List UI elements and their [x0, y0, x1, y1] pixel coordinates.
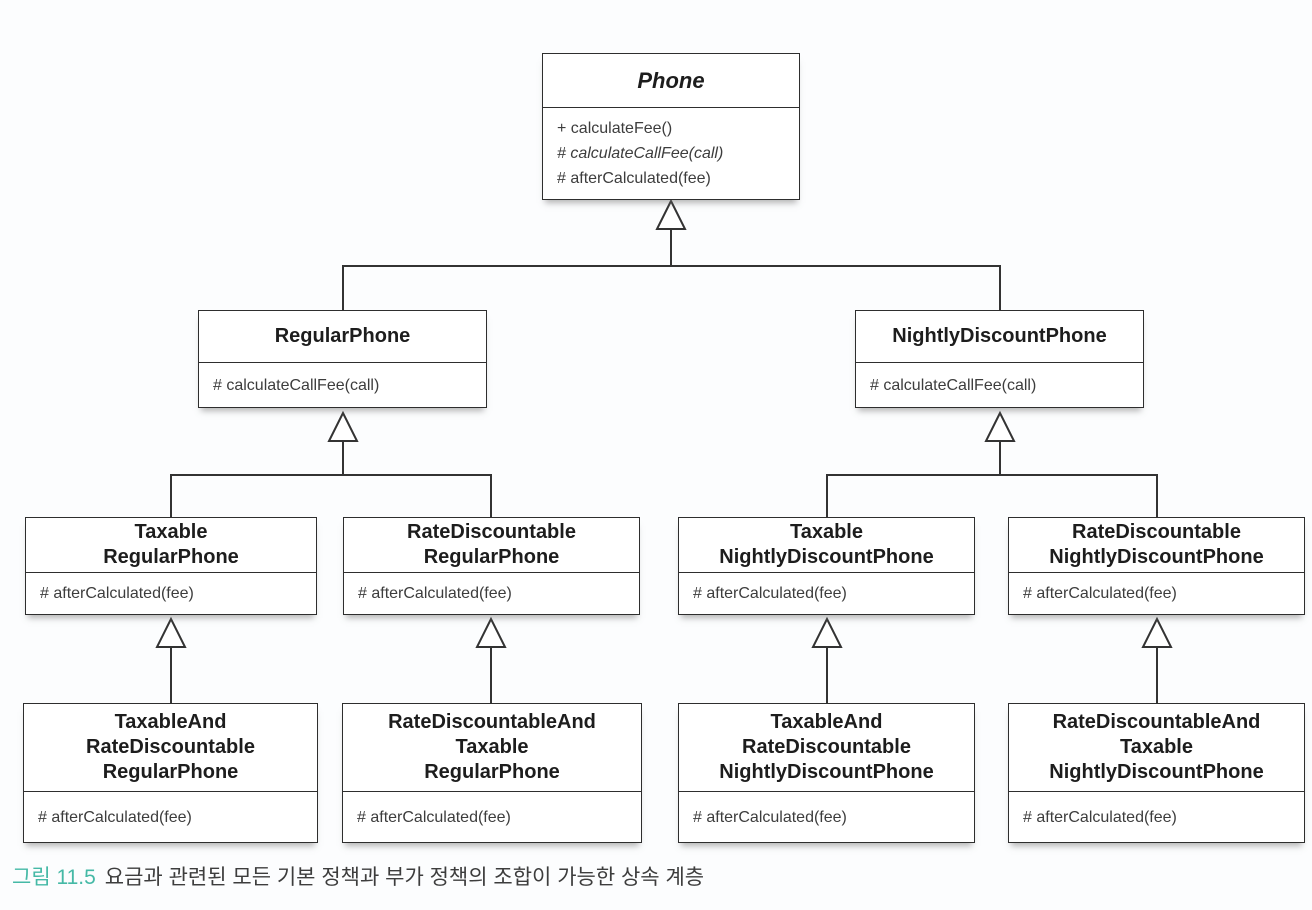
method-after-calculated: # afterCalculated(fee) — [1023, 808, 1177, 826]
inheritance-arrow-icon — [155, 616, 187, 648]
method-calculate-call-fee: # calculateCallFee(call) — [213, 376, 380, 394]
method-after-calculated: # afterCalculated(fee) — [557, 170, 711, 187]
connector-rate-discountable-nightly-discount-phone-to-child — [1141, 616, 1173, 704]
class-methods: # afterCalculated(fee) — [1009, 792, 1304, 842]
class-methods: # afterCalculated(fee) — [344, 573, 639, 614]
class-name: RateDiscountable RegularPhone — [344, 518, 639, 573]
connector-taxable-regular-phone-to-child — [155, 616, 187, 704]
figure-number: 그림 11.5 — [12, 866, 96, 889]
method-after-calculated: # afterCalculated(fee) — [693, 808, 847, 826]
connector-line — [342, 229, 1001, 311]
connector-nightly-discount-phone-to-children — [826, 410, 1158, 518]
connector-line — [170, 441, 492, 518]
method-calculate-call-fee: # calculateCallFee(call) — [870, 376, 1037, 394]
connector-taxable-nightly-discount-phone-to-child — [811, 616, 843, 704]
class-methods: # afterCalculated(fee) — [26, 573, 316, 614]
class-box-taxable-regular-phone: Taxable RegularPhone # afterCalculated(f… — [25, 517, 317, 615]
class-name: TaxableAnd RateDiscountable NightlyDisco… — [679, 704, 974, 792]
inheritance-arrow-icon — [984, 410, 1016, 442]
class-box-rate-discountable-and-taxable-nightly-discount-phone: RateDiscountableAnd Taxable NightlyDisco… — [1008, 703, 1305, 843]
class-methods: # afterCalculated(fee) — [1009, 573, 1304, 614]
class-name: Phone — [543, 54, 799, 108]
class-box-rate-discountable-nightly-discount-phone: RateDiscountable NightlyDiscountPhone # … — [1008, 517, 1305, 615]
class-methods: # calculateCallFee(call) — [199, 363, 486, 407]
class-name: RateDiscountable NightlyDiscountPhone — [1009, 518, 1304, 573]
class-name: RateDiscountableAnd Taxable NightlyDisco… — [1009, 704, 1304, 792]
connector-phone-to-children — [342, 198, 1001, 311]
class-methods: + calculateFee() # calculateCallFee(call… — [543, 108, 799, 199]
class-name: Taxable NightlyDiscountPhone — [679, 518, 974, 573]
class-name: TaxableAnd RateDiscountable RegularPhone — [24, 704, 317, 792]
class-box-taxable-nightly-discount-phone: Taxable NightlyDiscountPhone # afterCalc… — [678, 517, 975, 615]
class-methods: # afterCalculated(fee) — [343, 792, 641, 842]
class-box-taxable-and-rate-discountable-regular-phone: TaxableAnd RateDiscountable RegularPhone… — [23, 703, 318, 843]
class-name: NightlyDiscountPhone — [856, 311, 1143, 363]
figure-caption-text: 요금과 관련된 모든 기본 정책과 부가 정책의 조합이 가능한 상속 계층 — [104, 866, 705, 889]
class-methods: # afterCalculated(fee) — [679, 573, 974, 614]
method-after-calculated: # afterCalculated(fee) — [1023, 585, 1177, 602]
inheritance-arrow-icon — [475, 616, 507, 648]
method-calculate-fee: + calculateFee() — [557, 120, 673, 137]
class-box-rate-discountable-regular-phone: RateDiscountable RegularPhone # afterCal… — [343, 517, 640, 615]
class-box-phone: Phone + calculateFee() # calculateCallFe… — [542, 53, 800, 200]
connector-rate-discountable-regular-phone-to-child — [475, 616, 507, 704]
method-calculate-call-fee-abstract: # calculateCallFee(call) — [557, 145, 724, 162]
class-box-nightly-discount-phone: NightlyDiscountPhone # calculateCallFee(… — [855, 310, 1144, 408]
class-methods: # afterCalculated(fee) — [24, 792, 317, 842]
class-name: RegularPhone — [199, 311, 486, 363]
method-after-calculated: # afterCalculated(fee) — [693, 585, 847, 602]
class-box-regular-phone: RegularPhone # calculateCallFee(call) — [198, 310, 487, 408]
class-box-rate-discountable-and-taxable-regular-phone: RateDiscountableAnd Taxable RegularPhone… — [342, 703, 642, 843]
inheritance-arrow-icon — [1141, 616, 1173, 648]
connector-regular-phone-to-children — [170, 410, 492, 518]
inheritance-arrow-icon — [327, 410, 359, 442]
class-name: RateDiscountableAnd Taxable RegularPhone — [343, 704, 641, 792]
inheritance-arrow-icon — [811, 616, 843, 648]
class-box-taxable-and-rate-discountable-nightly-discount-phone: TaxableAnd RateDiscountable NightlyDisco… — [678, 703, 975, 843]
method-after-calculated: # afterCalculated(fee) — [357, 808, 511, 826]
class-name: Taxable RegularPhone — [26, 518, 316, 573]
method-after-calculated: # afterCalculated(fee) — [38, 808, 192, 826]
class-methods: # calculateCallFee(call) — [856, 363, 1143, 407]
figure-caption: 그림 11.5 요금과 관련된 모든 기본 정책과 부가 정책의 조합이 가능한 … — [12, 864, 704, 892]
method-after-calculated: # afterCalculated(fee) — [358, 585, 512, 602]
connector-line — [826, 441, 1158, 518]
inheritance-arrow-icon — [655, 198, 687, 230]
class-methods: # afterCalculated(fee) — [679, 792, 974, 842]
method-after-calculated: # afterCalculated(fee) — [40, 585, 194, 602]
